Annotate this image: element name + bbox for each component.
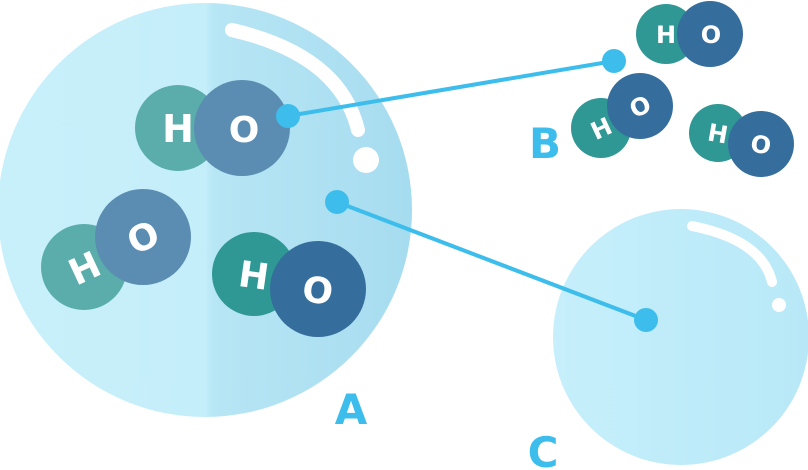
pointer-dot-end — [602, 49, 626, 73]
oxygen-symbol: O — [300, 269, 336, 314]
oxygen-atom — [95, 189, 191, 285]
pointer-dot-end — [634, 308, 658, 332]
bubble-a-body — [0, 3, 412, 417]
bubble-c-body — [553, 209, 808, 465]
bubble-c — [553, 209, 808, 465]
oxygen-atom — [677, 1, 743, 67]
hydrogen-symbol: H — [162, 107, 194, 151]
bubble-a-highlight-arc — [225, 23, 365, 137]
molecule-b3: H O — [689, 104, 794, 177]
oxygen-symbol: O — [229, 110, 260, 151]
hydrogen-symbol: H — [706, 118, 731, 149]
oxygen-atom — [607, 73, 673, 139]
oxygen-atom — [728, 111, 794, 177]
label-c: C — [528, 428, 559, 470]
oxygen-atom — [270, 241, 366, 337]
molecule-b1: H O — [636, 1, 743, 67]
pointer-line — [287, 59, 615, 118]
oxygen-symbol: O — [748, 129, 773, 160]
bubble-c-highlight-arc — [687, 221, 777, 287]
pointer-to-c — [325, 190, 658, 332]
bubble-a — [0, 3, 412, 417]
molecule-b2: H O — [571, 73, 673, 158]
molecule-a3: H O — [212, 232, 366, 337]
label-b: B — [529, 119, 561, 168]
oxygen-symbol: O — [701, 21, 721, 49]
oxygen-atom — [194, 80, 290, 176]
hydrogen-symbol: H — [656, 21, 676, 49]
molecule-a2: H O — [41, 189, 191, 310]
bubble-a-highlight-dot — [353, 147, 379, 173]
pointer-line — [336, 200, 647, 322]
hydrogen-symbol: H — [236, 254, 272, 299]
label-a: A — [335, 385, 368, 434]
bubble-c-highlight-dot — [772, 298, 786, 312]
pointer-to-b — [276, 49, 626, 128]
pointer-dot-start — [276, 104, 300, 128]
pointer-dot-start — [325, 190, 349, 214]
molecule-a1: H O — [135, 80, 290, 176]
